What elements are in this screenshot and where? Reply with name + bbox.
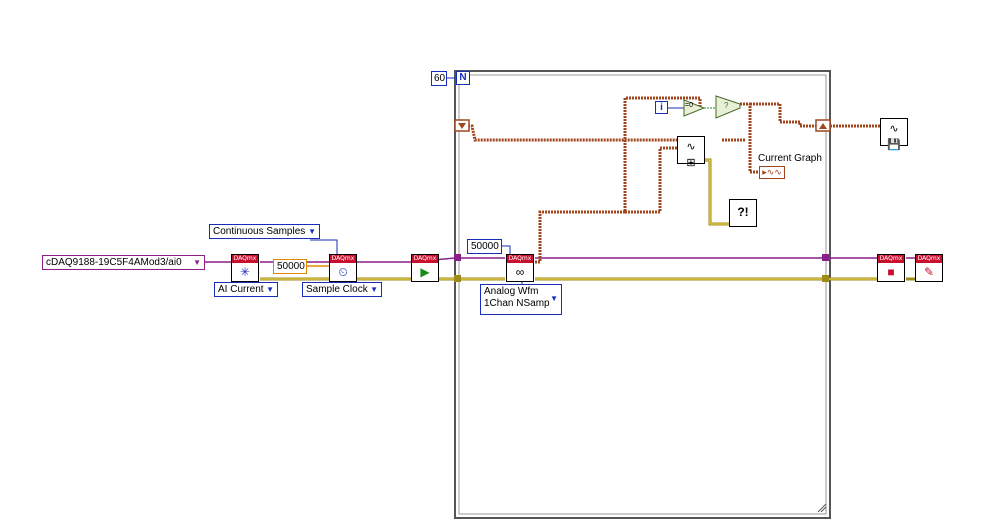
glasses-icon: ∞	[515, 265, 525, 279]
samples-per-channel-constant[interactable]: 50000	[467, 239, 502, 254]
error-tunnel-in	[454, 275, 461, 282]
chevron-down-icon[interactable]: ▼	[550, 294, 558, 303]
read-format-line1: Analog Wfm	[484, 286, 539, 297]
waveform-append-icon: ∿⊞	[686, 141, 696, 169]
sample-mode-control[interactable]: Continuous Samples ▼	[209, 224, 320, 239]
chevron-down-icon[interactable]: ▼	[193, 258, 201, 267]
iteration-terminal: i	[655, 101, 668, 114]
loop-count-terminal: N	[456, 71, 470, 85]
daqmx-header: DAQmx	[878, 255, 904, 263]
stop-icon: ■	[887, 265, 895, 279]
error-handler-vi[interactable]: ?!	[729, 199, 757, 227]
select-symbol: ?	[724, 101, 729, 110]
daqmx-header: DAQmx	[507, 255, 533, 263]
current-graph-terminal[interactable]: ▸∿∿	[759, 166, 785, 179]
chevron-down-icon[interactable]: ▼	[370, 285, 378, 294]
read-vi[interactable]: DAQmx ∞	[506, 254, 534, 282]
select-output-wire	[740, 102, 818, 174]
eraser-icon: ✎	[923, 265, 935, 279]
equal-zero-symbol: =0	[685, 102, 693, 109]
read-format-selector[interactable]: Analog Wfm 1Chan NSamp ▼	[480, 284, 562, 315]
error-tunnel-out	[822, 275, 829, 282]
timing-source-control[interactable]: Sample Clock ▼	[302, 282, 382, 297]
physical-channel-control[interactable]: cDAQ9188-19C5F4AMod3/ai0 ▼	[42, 255, 205, 270]
rate-constant[interactable]: 50000	[273, 259, 307, 274]
waveform-graph-icon: ▸∿∿	[762, 167, 782, 177]
daqmx-header: DAQmx	[412, 255, 438, 263]
daqmx-header: DAQmx	[330, 255, 356, 263]
write-waveform-file-vi[interactable]: ∿💾	[880, 118, 908, 151]
channel-type-control[interactable]: AI Current ▼	[214, 282, 278, 297]
create-channel-icon: ✳	[239, 265, 251, 279]
task-tunnel-out	[822, 254, 829, 261]
start-task-vi[interactable]: DAQmx ▶	[411, 254, 439, 282]
stop-task-vi[interactable]: DAQmx ■	[877, 254, 905, 282]
graph-label: Current Graph	[758, 153, 822, 164]
daqmx-header: DAQmx	[232, 255, 258, 263]
sample-mode-value: Continuous Samples	[213, 226, 306, 237]
equal-zero-node	[683, 99, 706, 117]
play-icon: ▶	[420, 265, 430, 279]
save-waveform-icon: ∿💾	[887, 123, 901, 151]
task-wire	[205, 257, 916, 263]
daqmx-header: DAQmx	[916, 255, 942, 263]
timing-source-value: Sample Clock	[306, 284, 368, 295]
for-loop-frame	[454, 70, 831, 519]
for-loop-frame-inner	[458, 74, 827, 515]
waveform-output-wire	[535, 96, 702, 264]
select-node	[715, 95, 741, 119]
clock-icon: ⏲	[338, 265, 348, 279]
append-waveform-node[interactable]: ∿⊞	[677, 136, 705, 169]
loop-count-constant[interactable]: 60	[431, 71, 447, 86]
timing-vi[interactable]: DAQmx ⏲	[329, 254, 357, 282]
chevron-down-icon[interactable]: ▼	[266, 285, 274, 294]
read-format-line2: 1Chan NSamp	[484, 298, 550, 309]
chevron-down-icon[interactable]: ▼	[308, 227, 316, 236]
clear-task-vi[interactable]: DAQmx ✎	[915, 254, 943, 282]
task-tunnel-in	[454, 254, 461, 261]
channel-type-value: AI Current	[218, 284, 264, 295]
channel-value: cDAQ9188-19C5F4AMod3/ai0	[46, 257, 182, 268]
error-explain-icon: ?!	[737, 205, 749, 219]
create-channel-vi[interactable]: DAQmx ✳	[231, 254, 259, 282]
